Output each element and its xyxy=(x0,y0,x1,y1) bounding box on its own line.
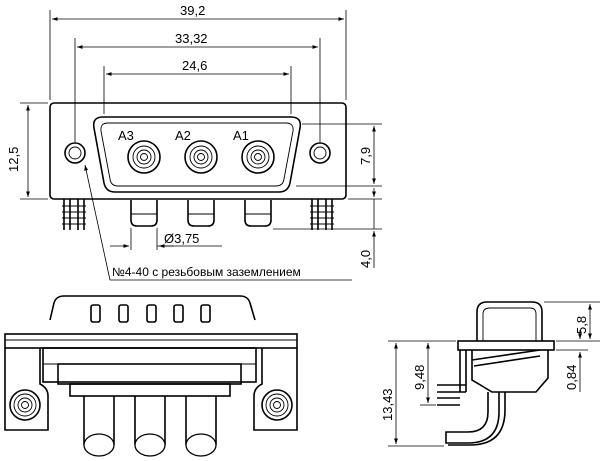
dim-shell-height: 7,9 xyxy=(358,147,373,165)
side-bent-pin xyxy=(445,392,500,444)
contact-label-a2: A2 xyxy=(175,128,191,143)
dim-pin-diameter: Ø3,75 xyxy=(164,231,199,246)
right-board-lock xyxy=(310,199,334,230)
dim-side-mid: 9,48 xyxy=(412,365,427,390)
front-pins xyxy=(130,200,272,227)
rear-window-1 xyxy=(90,304,101,323)
contact-label-a1: A1 xyxy=(233,128,249,143)
note-grounding: №4-40 с резьбовым заземлением xyxy=(112,265,301,279)
dim-mount-hole-spacing: 33,32 xyxy=(175,31,208,46)
side-bent-pin-2 xyxy=(448,392,506,446)
dim-pin-length: 4,0 xyxy=(358,250,373,268)
dim-shell-width: 24,6 xyxy=(182,58,207,73)
contact-a2 xyxy=(184,140,218,174)
front-flange xyxy=(49,102,347,200)
dim-side-small: 0,84 xyxy=(564,365,579,390)
dim-side-top: 5,8 xyxy=(574,316,589,334)
left-bracket xyxy=(4,348,49,431)
front-view: A3 A2 A1 xyxy=(49,102,347,230)
rear-flange xyxy=(4,333,298,349)
right-mount-hole xyxy=(309,142,331,164)
side-dimensions: 13,43 9,48 5,8 0,84 xyxy=(380,301,600,447)
side-view xyxy=(437,301,555,446)
dim-overall-width: 39,2 xyxy=(180,3,205,18)
rear-view xyxy=(4,295,298,457)
rear-window-4 xyxy=(173,304,184,323)
rear-pins xyxy=(83,396,217,457)
rear-window-2 xyxy=(118,304,129,323)
contact-a1 xyxy=(241,140,275,174)
dim-side-total: 13,43 xyxy=(380,388,395,421)
side-flange xyxy=(457,340,555,351)
dim-flange-height: 12,5 xyxy=(6,147,21,172)
rear-body xyxy=(42,347,257,383)
side-board-lock xyxy=(437,350,467,406)
left-mount-hole xyxy=(64,142,86,164)
rear-window-5 xyxy=(200,304,211,323)
right-bracket xyxy=(253,348,298,431)
contact-label-a3: A3 xyxy=(118,128,134,143)
rear-window-3 xyxy=(146,304,157,323)
contact-a3 xyxy=(127,140,161,174)
left-board-lock xyxy=(62,199,86,230)
side-shell xyxy=(476,301,543,341)
front-dimensions: 39,2 33,32 24,6 12,5 7,9 4,0 Ø3 xyxy=(6,3,382,281)
side-body xyxy=(471,350,549,393)
front-shell-outer xyxy=(92,116,302,193)
front-shell-inner xyxy=(100,122,294,187)
rear-shell xyxy=(49,295,256,321)
